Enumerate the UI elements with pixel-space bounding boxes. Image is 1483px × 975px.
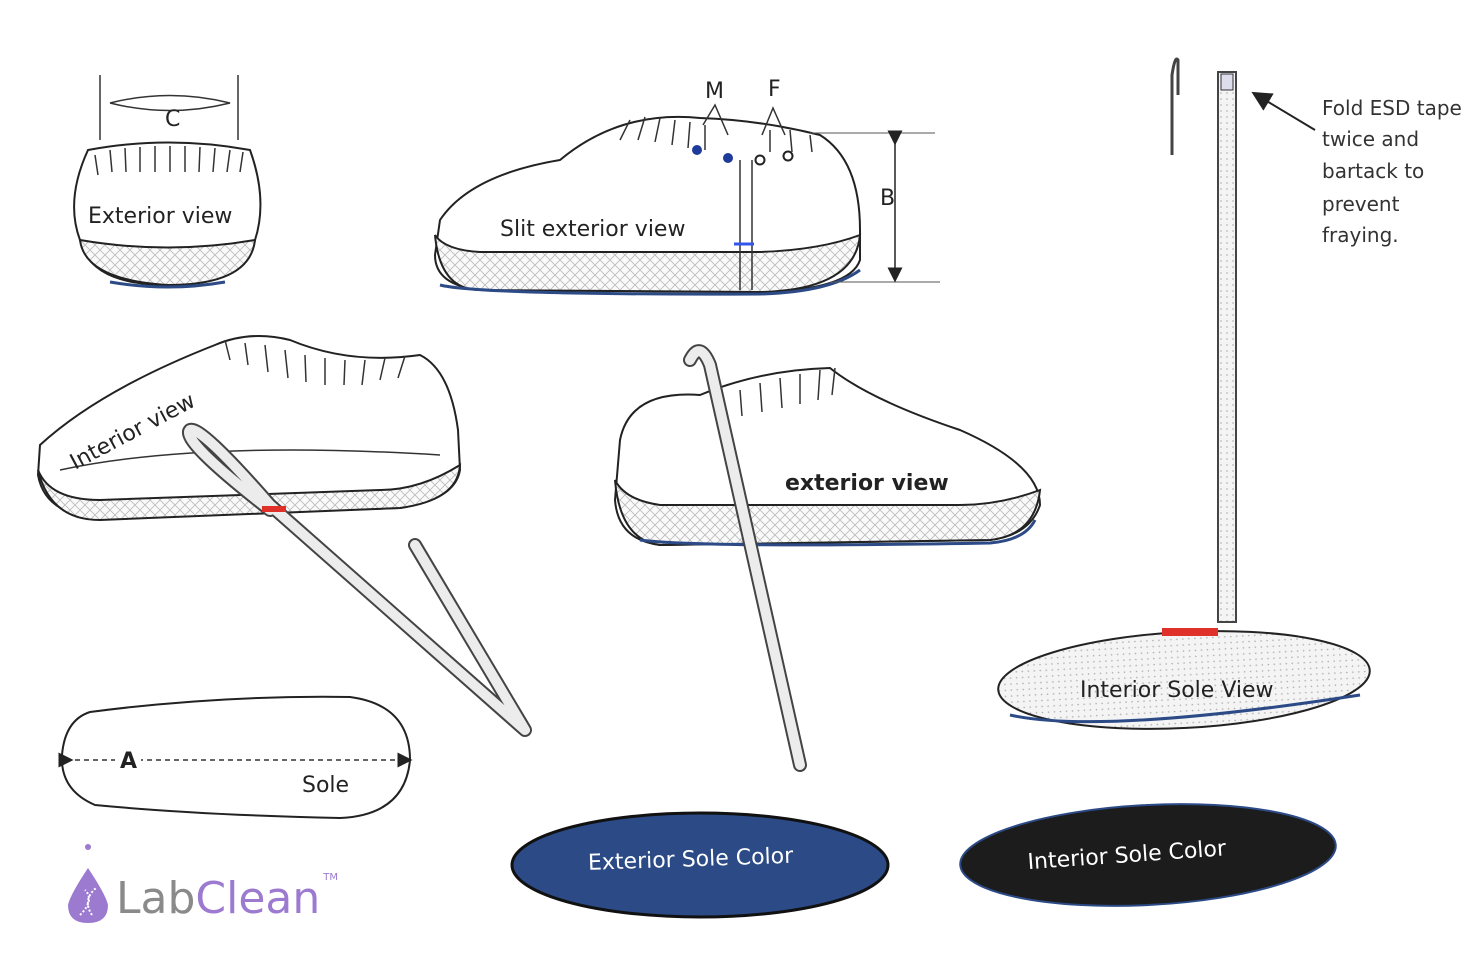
exterior-view-front-label: Exterior view xyxy=(88,204,232,229)
note-line-3: bartack to xyxy=(1322,159,1424,183)
snap-female xyxy=(754,154,766,166)
logo-text-lab: Lab xyxy=(116,873,195,924)
exterior-sole-swatch: Exterior Sole Color xyxy=(510,811,890,919)
interior-sole-view: Interior Sole View xyxy=(997,628,1371,730)
c-dimension-arrow xyxy=(109,94,231,112)
note-line-1: Fold ESD tape xyxy=(1322,96,1462,120)
bartack-mark xyxy=(262,506,286,512)
interior-sole-view-label: Interior Sole View xyxy=(1080,678,1274,703)
snap-male xyxy=(723,153,733,163)
c-dimension-label: C xyxy=(165,107,180,132)
note-line-2: twice and xyxy=(1322,127,1419,151)
m-marker-label: M xyxy=(705,79,724,104)
note-line-5: fraying. xyxy=(1322,223,1399,247)
slit-exterior-view: M F B Slit exterior view xyxy=(433,77,940,296)
labclean-logo: LabClean TM xyxy=(68,844,338,924)
snap-male xyxy=(692,145,702,155)
logo-wordmark: LabClean xyxy=(116,873,320,924)
note-line-4: prevent xyxy=(1322,192,1400,216)
f-marker-label: F xyxy=(768,77,781,102)
bartack-mark xyxy=(1162,628,1218,636)
a-dimension-label: A xyxy=(120,749,137,774)
interior-sole-swatch: Interior Sole Color xyxy=(959,803,1337,907)
front-exterior-view: C Exterior view xyxy=(73,75,262,289)
logo-trademark: TM xyxy=(322,872,338,883)
esd-tape-fold: Fold ESD tape twice and bartack to preve… xyxy=(1170,57,1462,623)
droplet-icon xyxy=(68,868,108,923)
interior-view: Interior view xyxy=(36,335,532,737)
exterior-view-label: exterior view xyxy=(785,471,949,496)
sole-outline: A Sole xyxy=(58,695,413,820)
slit-exterior-view-label: Slit exterior view xyxy=(500,217,685,242)
sole-label: Sole xyxy=(302,773,349,798)
exterior-view: exterior view xyxy=(613,344,1042,772)
snap-female xyxy=(782,150,794,162)
b-dimension-label: B xyxy=(880,186,895,211)
logo-text-clean: Clean xyxy=(195,873,320,924)
